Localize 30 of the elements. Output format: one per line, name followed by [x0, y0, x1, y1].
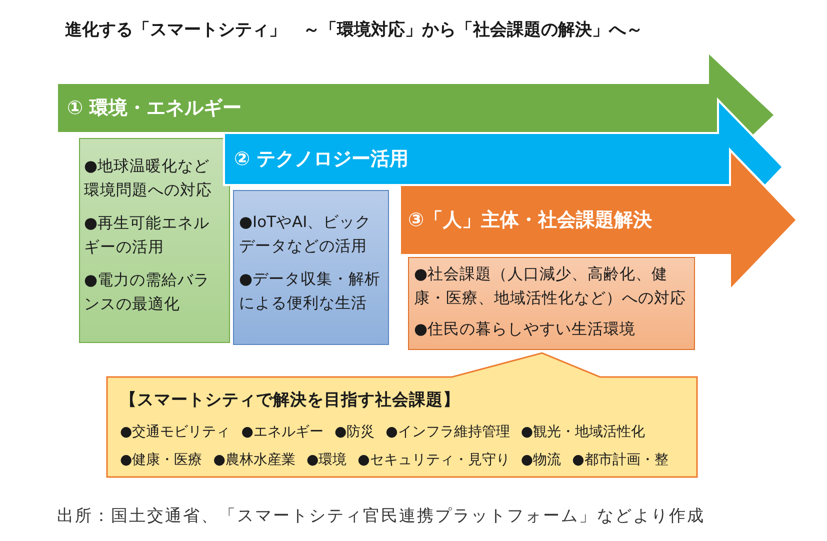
bullet-item: ●データ収集・解析による便利な生活: [239, 269, 382, 314]
topic-item: ●農林水産業: [213, 451, 296, 470]
arrow-banner: [57, 52, 775, 136]
callout-heading: 【スマートシティで解決を目指す社会課題】: [120, 389, 461, 411]
source-note: 出所：国土交通省、「スマートシティ官民連携プラットフォーム」などより作成: [57, 505, 705, 527]
topic-item: ●エネルギー: [241, 423, 324, 442]
topic-item: ●物流: [520, 451, 562, 470]
topic-item: ●観光・地域活性化: [520, 423, 646, 442]
text-panel: [233, 190, 389, 345]
text-panel: [79, 138, 230, 343]
bullet-item: ●IoTやAI、ビックデータなどの活用: [239, 212, 372, 257]
callout-bubble: [106, 352, 698, 478]
topic-item: ●都市計画・整: [572, 451, 668, 470]
topic-item: ●インフラ維持管理: [386, 423, 510, 442]
stage-heading: ② テクノロジー活用: [234, 147, 409, 172]
topic-item: ●防災: [334, 423, 375, 442]
bullet-item: ●電力の需給バランスの最適化: [84, 270, 211, 315]
stage-heading: ③「人」主体・社会課題解決: [408, 208, 652, 233]
text-panel: [408, 257, 695, 350]
bullet-item: ●再生可能エネルギーの活用: [84, 213, 211, 258]
stage-heading: ① 環境・エネルギー: [67, 96, 242, 121]
arrow-banner: [224, 100, 783, 186]
bullet-item: ●地球温暖化など環境問題への対応: [84, 156, 213, 201]
topic-item: ●セキュリティ・見守り: [358, 451, 510, 470]
topic-item: ●交通モビリティ: [120, 423, 230, 442]
diagram-title: 進化する「スマートシティ」 ～「環境対応」から「社会課題の解決」へ～: [65, 19, 643, 41]
bullet-item: ●住民の暮らしやすい生活環境: [414, 319, 637, 340]
bullet-item: ●社会課題（人口減少、高齢化、健康・医療、地域活性化など）への対応: [414, 264, 687, 309]
topic-item: ●健康・医療: [120, 451, 202, 470]
topic-item: ●環境: [306, 451, 347, 470]
